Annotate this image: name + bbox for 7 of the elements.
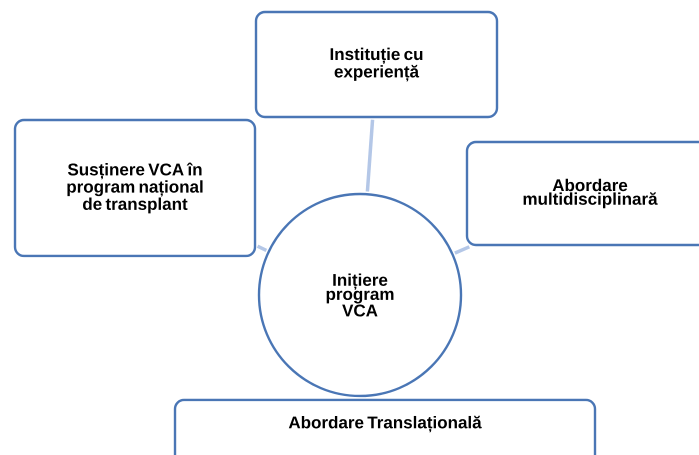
process-box: Abordare multidisciplinară — [466, 140, 699, 246]
connector-line — [256, 244, 268, 252]
connector-line — [454, 245, 470, 255]
process-box: Abordare Translațională — [174, 398, 596, 455]
process-box: Instituție cu experiență — [254, 10, 498, 118]
connector-line — [366, 120, 374, 192]
process-box: Susținere VCA în program național de transplant — [14, 118, 256, 258]
